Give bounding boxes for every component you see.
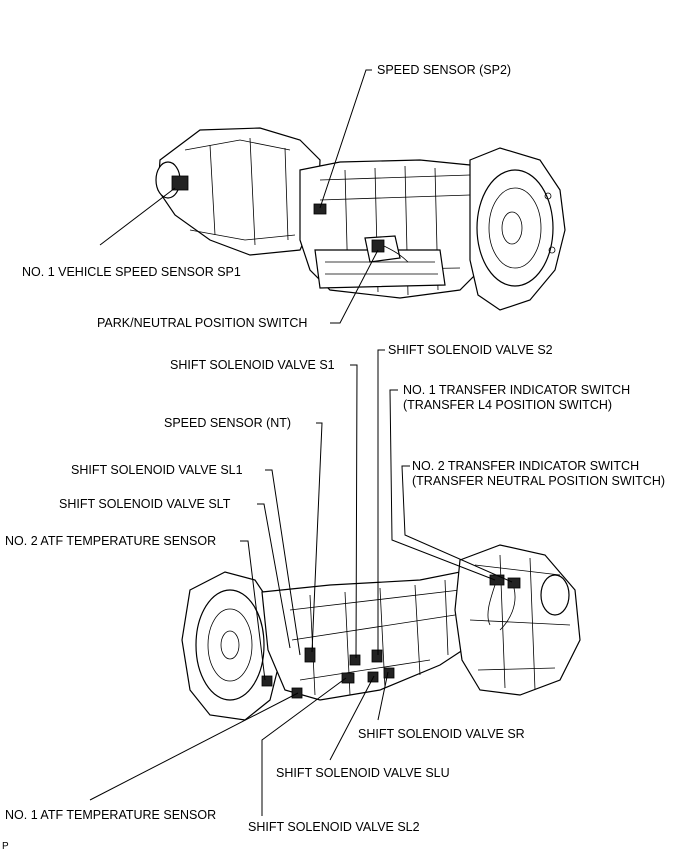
label-shift-solenoid-s1: SHIFT SOLENOID VALVE S1 <box>170 358 335 372</box>
label-no1-transfer-line1: NO. 1 TRANSFER INDICATOR SWITCH <box>403 383 631 397</box>
label-no2-transfer-indicator-switch: NO. 2 TRANSFER INDICATOR SWITCH (TRANSFE… <box>412 459 665 489</box>
label-shift-solenoid-slt: SHIFT SOLENOID VALVE SLT <box>59 497 231 511</box>
label-park-neutral-switch: PARK/NEUTRAL POSITION SWITCH <box>97 316 308 330</box>
label-no1-transfer-indicator-switch: NO. 1 TRANSFER INDICATOR SWITCH (TRANSFE… <box>403 383 630 413</box>
label-shift-solenoid-slu: SHIFT SOLENOID VALVE SLU <box>276 766 450 780</box>
label-no2-transfer-line1: NO. 2 TRANSFER INDICATOR SWITCH <box>412 459 640 473</box>
upper-transmission-assembly <box>155 127 566 311</box>
label-no2-atf-temperature-sensor: NO. 2 ATF TEMPERATURE SENSOR <box>5 534 217 548</box>
page-marker: P <box>2 841 9 852</box>
label-no1-atf-temperature-sensor: NO. 1 ATF TEMPERATURE SENSOR <box>5 808 217 822</box>
label-speed-sensor-sp2: SPEED SENSOR (SP2) <box>377 63 512 77</box>
label-no1-vehicle-speed-sensor: NO. 1 VEHICLE SPEED SENSOR SP1 <box>22 265 241 279</box>
label-no1-transfer-line2: (TRANSFER L4 POSITION SWITCH) <box>403 398 613 412</box>
label-speed-sensor-nt: SPEED SENSOR (NT) <box>164 416 292 430</box>
label-shift-solenoid-sl2: SHIFT SOLENOID VALVE SL2 <box>248 820 420 834</box>
label-shift-solenoid-sl1: SHIFT SOLENOID VALVE SL1 <box>71 463 243 477</box>
label-shift-solenoid-sr: SHIFT SOLENOID VALVE SR <box>358 727 525 741</box>
leader-lines <box>89 69 513 816</box>
label-shift-solenoid-s2: SHIFT SOLENOID VALVE S2 <box>388 343 553 357</box>
lower-transmission-assembly <box>181 544 581 721</box>
label-no2-transfer-line2: (TRANSFER NEUTRAL POSITION SWITCH) <box>412 474 666 488</box>
